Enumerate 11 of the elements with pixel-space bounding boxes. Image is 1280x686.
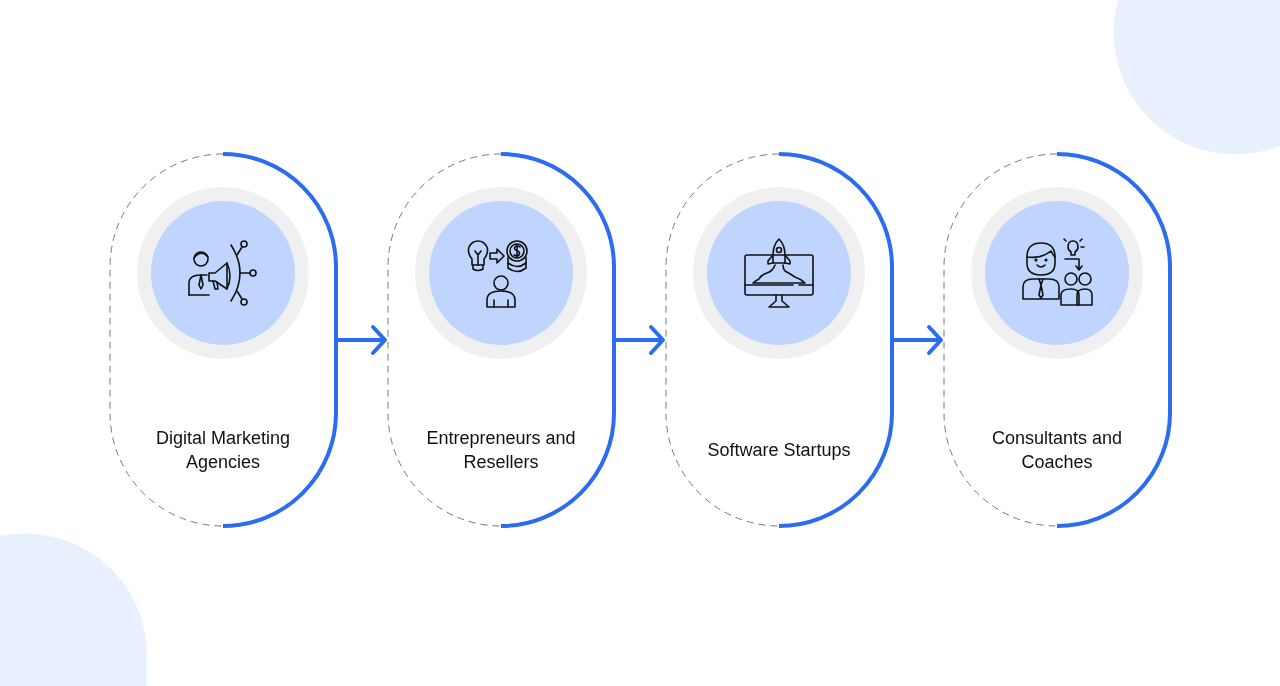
step-capsule bbox=[942, 152, 1172, 528]
arrow bbox=[614, 325, 665, 355]
step-label: Consultants and Coaches bbox=[990, 427, 1124, 474]
step-label: Software Startups bbox=[707, 439, 851, 462]
step-capsule bbox=[664, 152, 894, 528]
arrow bbox=[336, 325, 387, 355]
step-capsule bbox=[108, 152, 338, 528]
step-capsule bbox=[386, 152, 616, 528]
arrow bbox=[892, 325, 943, 355]
step-label: Digital Marketing Agencies bbox=[154, 427, 292, 474]
step-label: Entrepreneurs and Resellers bbox=[425, 427, 577, 474]
